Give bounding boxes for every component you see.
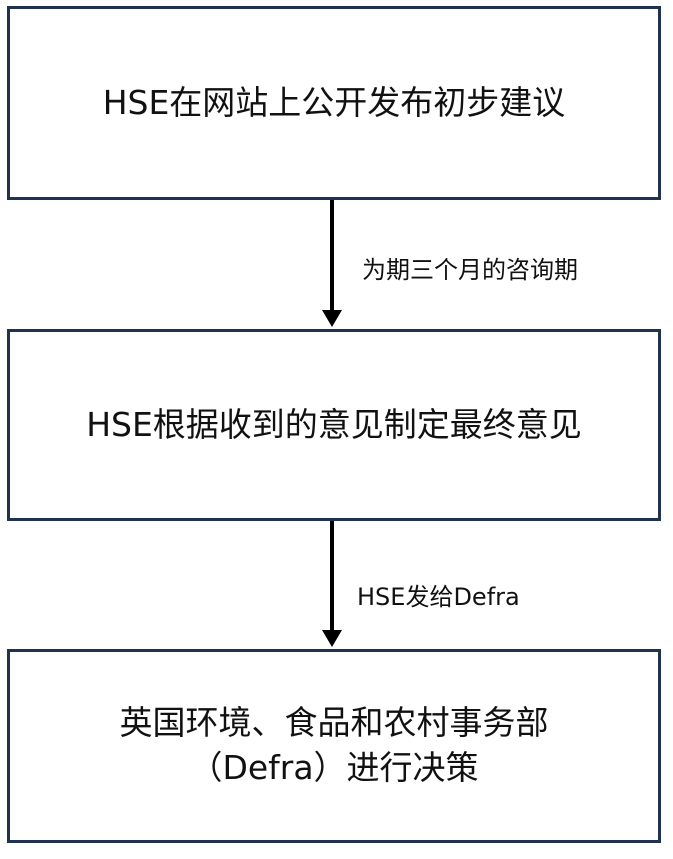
arrow-head-icon: [322, 630, 342, 647]
node-text: HSE在网站上公开发布初步建议: [102, 82, 566, 122]
arrow-step2-to-step3: [322, 521, 342, 648]
flow-node-publish-proposal: HSE在网站上公开发布初步建议: [7, 6, 661, 200]
arrow-line: [330, 521, 334, 632]
flow-node-final-opinion: HSE根据收到的意见制定最终意见: [7, 329, 661, 521]
node-text: HSE根据收到的意见制定最终意见: [86, 404, 582, 444]
node-text-block: 英国环境、食品和农村事务部 （Defra）进行决策: [120, 701, 549, 790]
flow-node-defra-decision: 英国环境、食品和农村事务部 （Defra）进行决策: [7, 649, 661, 843]
arrow-head-icon: [322, 310, 342, 327]
node-text-line: 英国环境、食品和农村事务部: [119, 703, 549, 743]
arrow-step1-to-step2: [322, 200, 342, 328]
arrow-line: [330, 200, 334, 312]
node-text-line: （Defra）进行决策: [189, 748, 479, 787]
edge-label-send-to-defra: HSE发给Defra: [357, 583, 520, 611]
edge-label-consultation: 为期三个月的咨询期: [362, 256, 578, 284]
